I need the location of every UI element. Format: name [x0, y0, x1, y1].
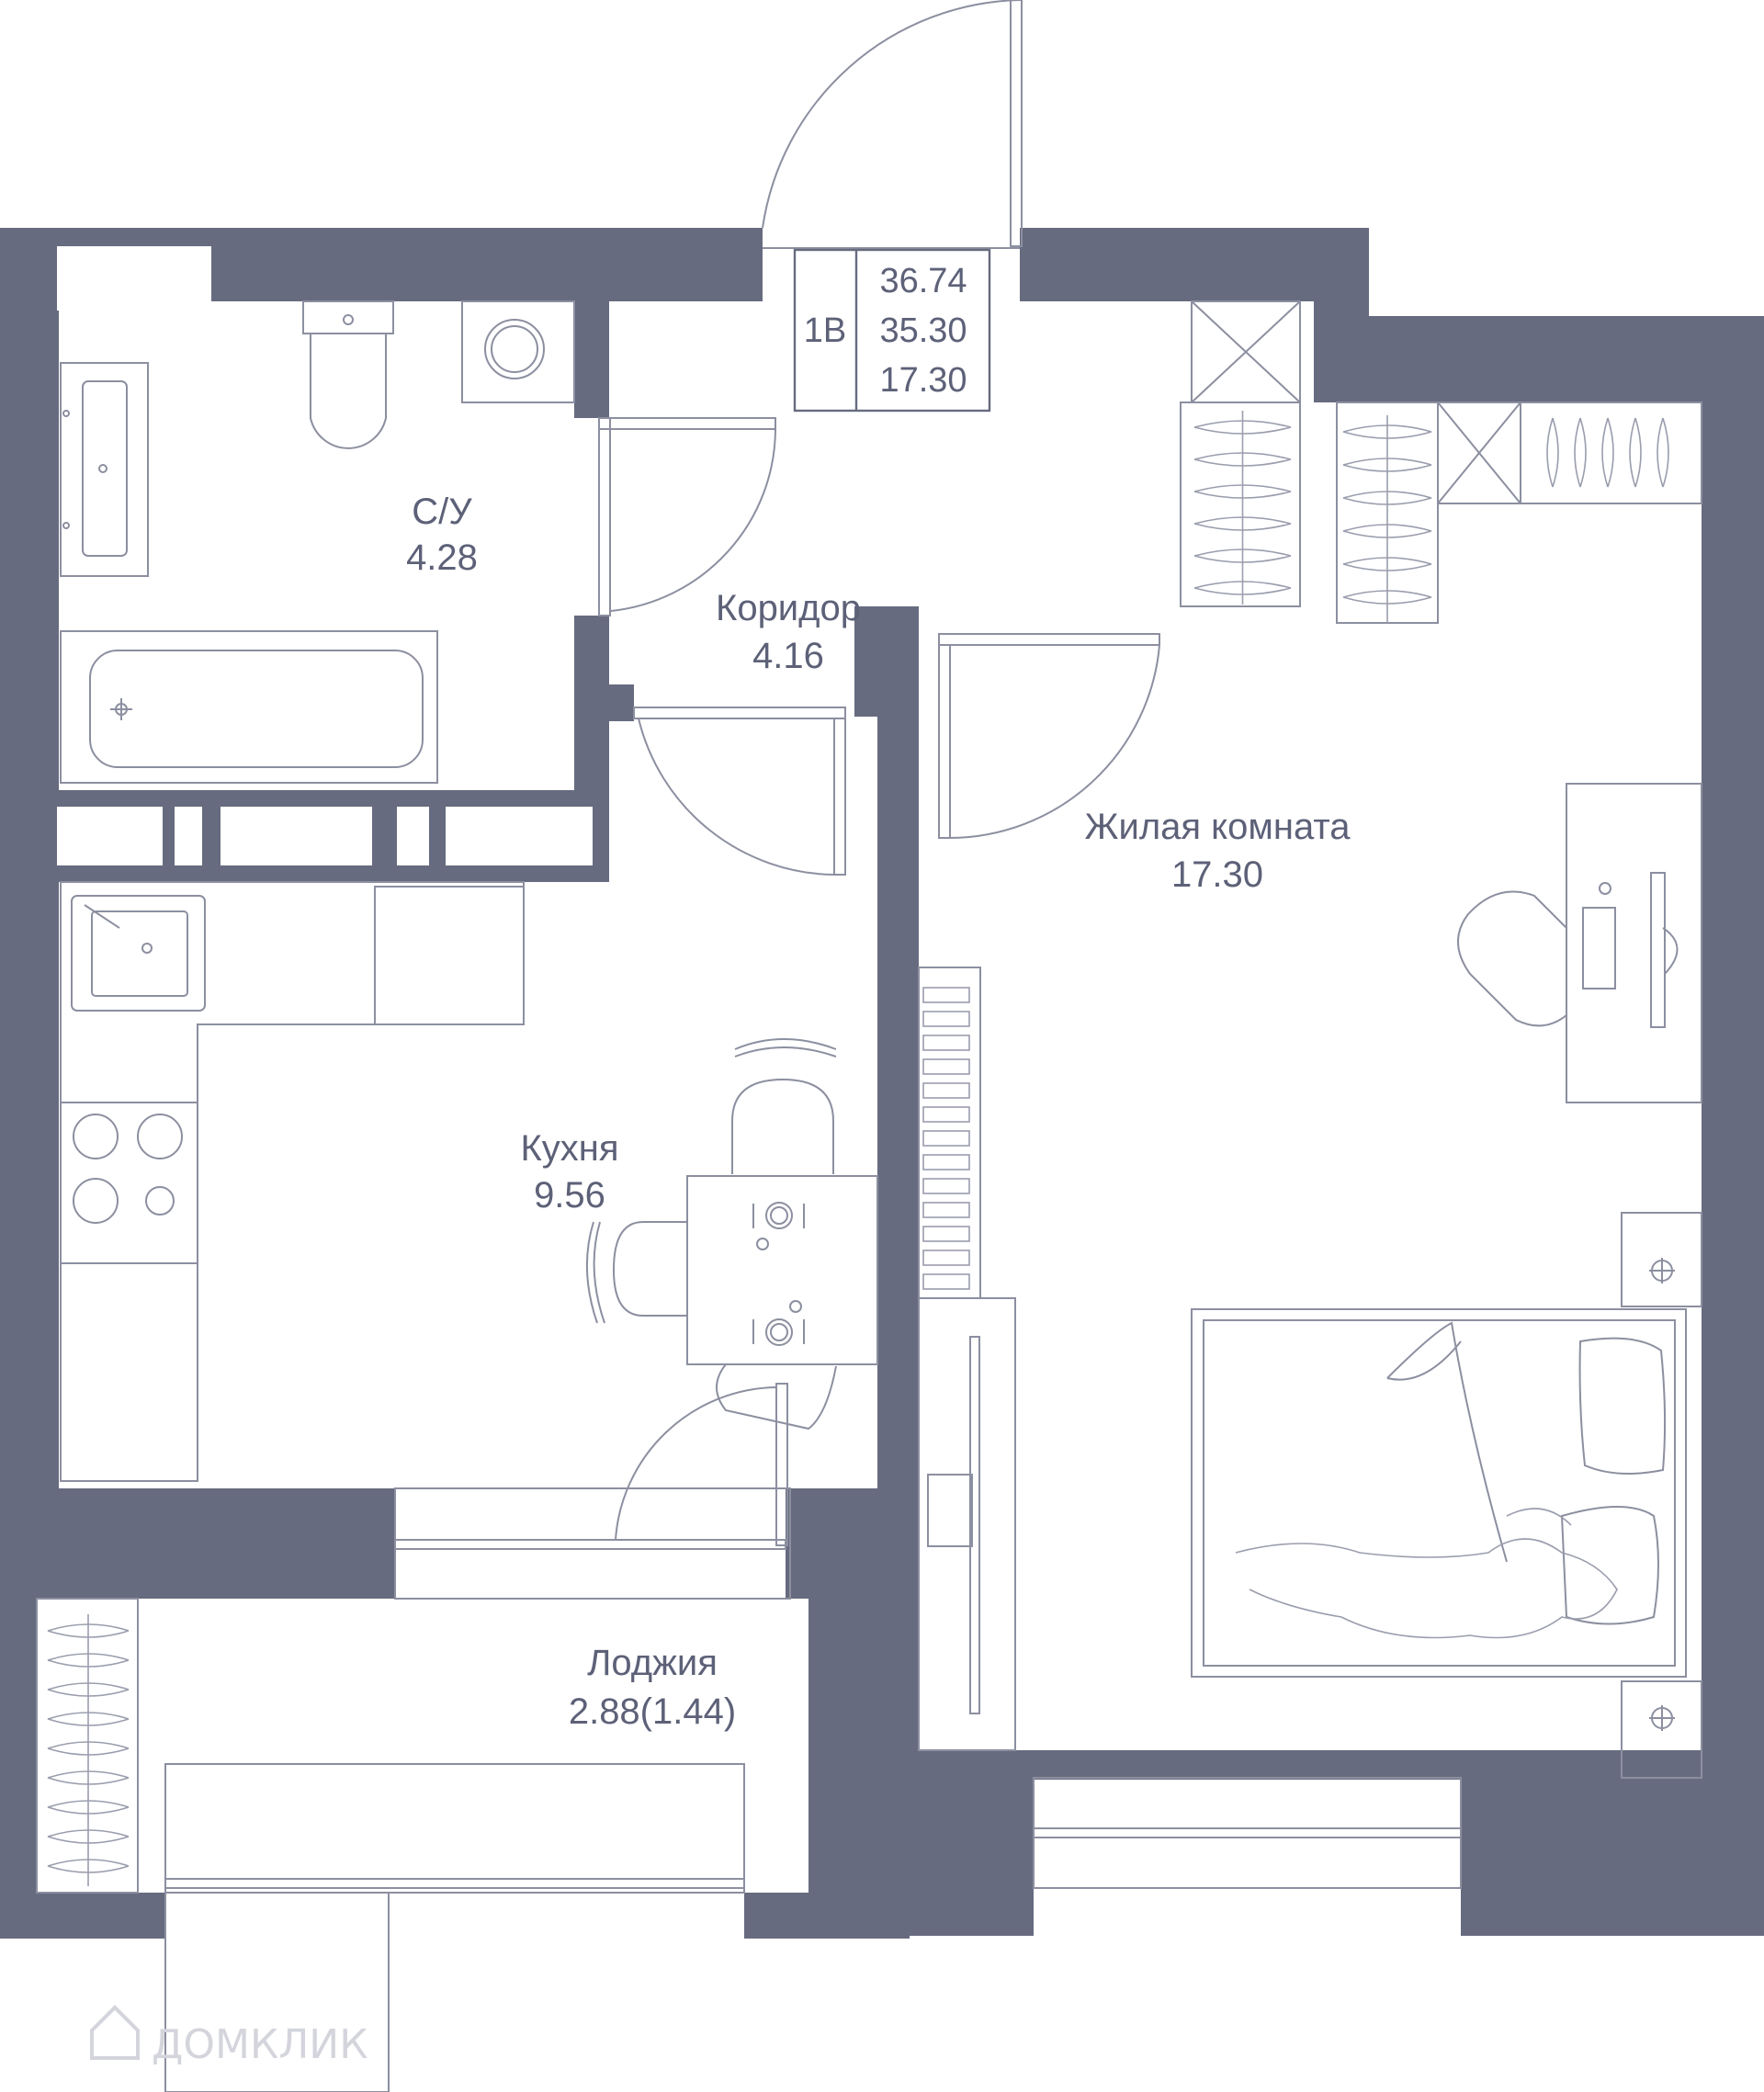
loggia-door [394, 1383, 791, 1600]
vent-blocks [57, 246, 593, 865]
book-glyph [922, 1106, 970, 1123]
top-wardrobe-hangers [1546, 417, 1669, 488]
loggia-hangers [47, 1614, 130, 1886]
living-room-door [938, 633, 1160, 839]
apartment-area-without-loggia: 35.30 [879, 311, 967, 350]
apartment-total-area: 36.74 [879, 262, 967, 300]
kitchen-name: Кухня [520, 1128, 618, 1169]
living-wardrobe-hangers [1342, 415, 1432, 623]
hanger-glyph [1546, 417, 1559, 488]
loggia-name: Лоджия [587, 1643, 718, 1683]
book-glyph [922, 1130, 970, 1147]
living-room-window [1033, 1777, 1462, 1889]
corridor-area: 4.16 [752, 636, 824, 676]
apartment-type-code: 1В [804, 311, 846, 350]
room-interiors [37, 301, 1702, 1893]
watermark: ДОМКЛИК [90, 2005, 368, 2068]
loggia-furniture [36, 1598, 745, 2092]
kitchen-door [633, 707, 846, 876]
living-room-name: Жилая комната [1085, 807, 1351, 847]
apartment-tag: 1В 36.74 35.30 17.30 [793, 248, 991, 413]
book-glyph [922, 1273, 970, 1290]
book-glyph [922, 1178, 970, 1194]
corridor-name: Коридор [716, 588, 861, 628]
kitchen-furniture [60, 881, 878, 1482]
bathroom-door [598, 417, 776, 616]
loggia-area: 2.88(1.44) [569, 1691, 736, 1732]
bookcase-books [922, 987, 970, 1290]
hanger-glyph [1629, 417, 1642, 488]
bathroom-fixtures [60, 300, 575, 784]
book-glyph [922, 1250, 970, 1266]
book-glyph [922, 1226, 970, 1242]
bathroom-area: 4.28 [406, 537, 478, 578]
room-labels: С/У 4.28 Коридор 4.16 Жилая комната 17.3… [406, 492, 1351, 1732]
watermark-text: ДОМКЛИК [152, 2021, 368, 2068]
hanger-glyph [1574, 417, 1587, 488]
living-room-furniture [918, 783, 1702, 1779]
entrance-door [762, 0, 1023, 249]
hanger-glyph [1657, 417, 1669, 488]
apartment-living-area: 17.30 [879, 361, 967, 400]
book-glyph [922, 1202, 970, 1218]
hanger-glyph [1601, 417, 1614, 488]
book-glyph [922, 1082, 970, 1099]
book-glyph [922, 1154, 970, 1170]
bathroom-name: С/У [412, 492, 472, 532]
living-room-area: 17.30 [1171, 854, 1263, 895]
book-glyph [922, 1011, 970, 1027]
corridor-wardrobe [1180, 300, 1301, 607]
book-glyph [922, 987, 970, 1003]
book-glyph [922, 1035, 970, 1051]
kitchen-area: 9.56 [534, 1175, 605, 1216]
book-glyph [922, 1058, 970, 1075]
